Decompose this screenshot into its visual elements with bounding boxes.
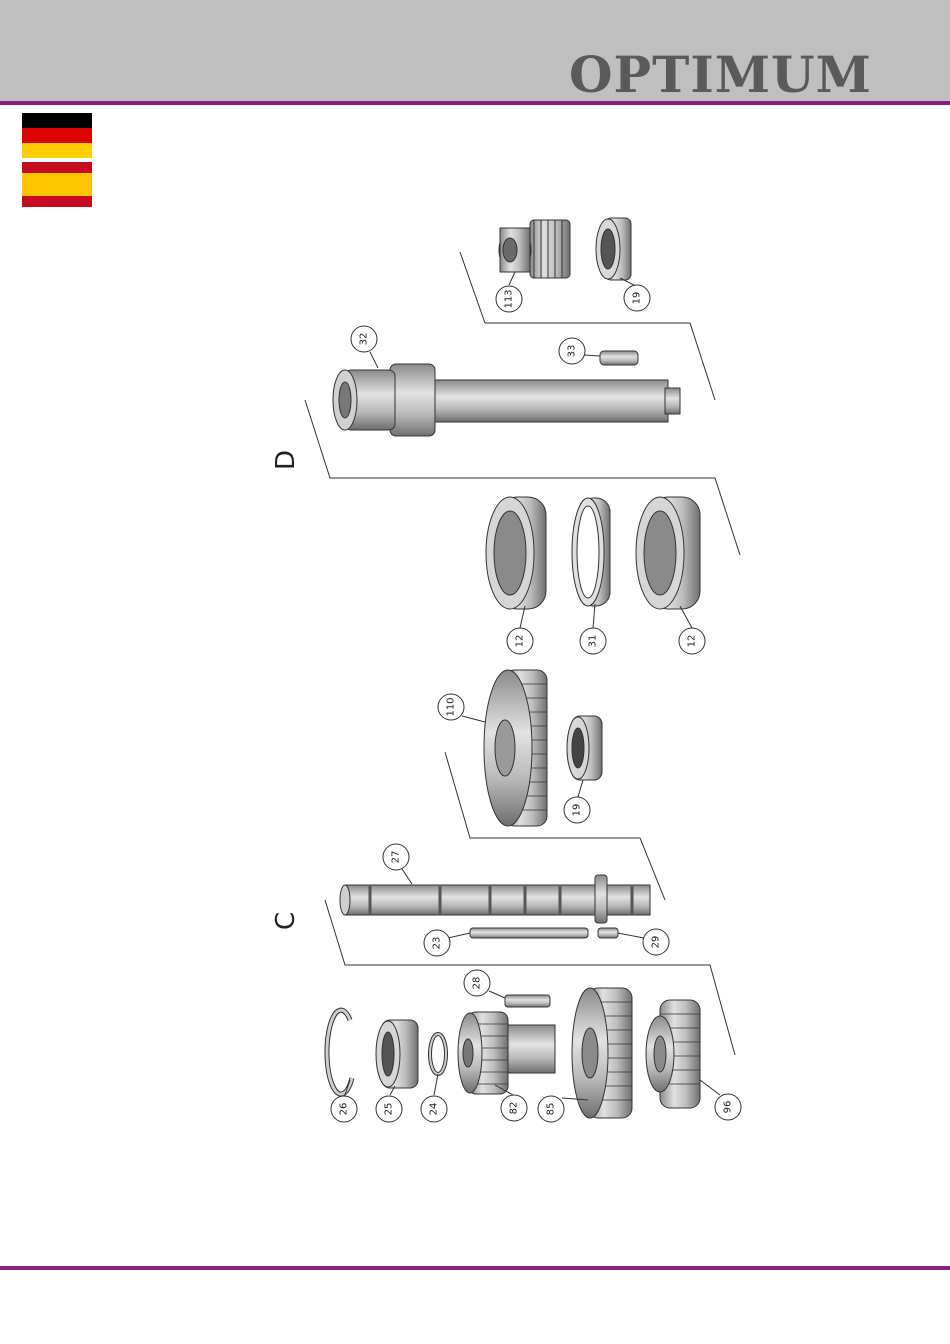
svg-text:19: 19 [632, 292, 643, 305]
part-23-long-key [470, 928, 588, 938]
callout-27: 27 [383, 844, 412, 884]
callout-113: 113 [496, 272, 522, 312]
group-label-d: D [271, 450, 301, 470]
svg-text:110: 110 [446, 697, 457, 716]
part-85-gear [572, 988, 632, 1118]
callout-96: 96 [700, 1080, 741, 1120]
svg-text:32: 32 [359, 333, 370, 346]
svg-text:19: 19 [572, 804, 583, 817]
svg-text:96: 96 [723, 1101, 734, 1114]
part-26-retaining-ring [327, 1010, 352, 1094]
svg-text:24: 24 [429, 1103, 440, 1116]
callout-25: 25 [376, 1086, 402, 1122]
part-31-spacer-ring [572, 498, 610, 606]
callout-110: 110 [438, 694, 485, 722]
part-110-large-gear [484, 670, 547, 826]
svg-text:12: 12 [515, 635, 526, 648]
svg-text:25: 25 [384, 1103, 395, 1116]
part-19-bearing-top [596, 218, 631, 280]
callout-19-middle: 19 [564, 780, 590, 823]
part-25-bearing [376, 1020, 418, 1088]
svg-text:27: 27 [391, 851, 402, 864]
svg-text:31: 31 [588, 635, 599, 648]
callout-24: 24 [421, 1074, 447, 1122]
callout-12-right: 12 [679, 606, 705, 654]
svg-text:82: 82 [509, 1102, 520, 1115]
footer-divider [0, 1266, 950, 1270]
part-113-pinion-gear [499, 220, 570, 278]
svg-text:33: 33 [567, 345, 578, 358]
svg-text:23: 23 [432, 937, 443, 950]
part-82-gear-cluster [458, 1012, 555, 1094]
part-33-key [600, 351, 638, 365]
callout-31: 31 [580, 604, 606, 654]
callout-19-top: 19 [620, 278, 650, 311]
part-96-gear [646, 1000, 700, 1108]
part-28-key [505, 995, 550, 1007]
svg-text:26: 26 [339, 1103, 350, 1116]
callout-29: 29 [618, 929, 669, 955]
part-32-main-shaft [333, 364, 680, 436]
callout-33: 33 [559, 338, 600, 364]
part-19-bearing-middle [567, 716, 602, 780]
callout-12-left: 12 [507, 606, 533, 654]
part-12-bearing-left [486, 497, 546, 609]
svg-text:85: 85 [546, 1103, 557, 1116]
group-label-c: C [271, 912, 301, 930]
callout-23: 23 [424, 930, 470, 956]
part-29-short-key [598, 928, 618, 938]
svg-text:29: 29 [651, 936, 662, 949]
svg-text:113: 113 [504, 289, 515, 308]
part-12-bearing-right [636, 497, 700, 609]
part-24-washer [430, 1034, 446, 1074]
callout-28: 28 [464, 970, 505, 998]
svg-text:28: 28 [472, 977, 483, 990]
part-27-countershaft [340, 875, 650, 923]
callout-32: 32 [351, 326, 378, 368]
svg-text:12: 12 [687, 635, 698, 648]
